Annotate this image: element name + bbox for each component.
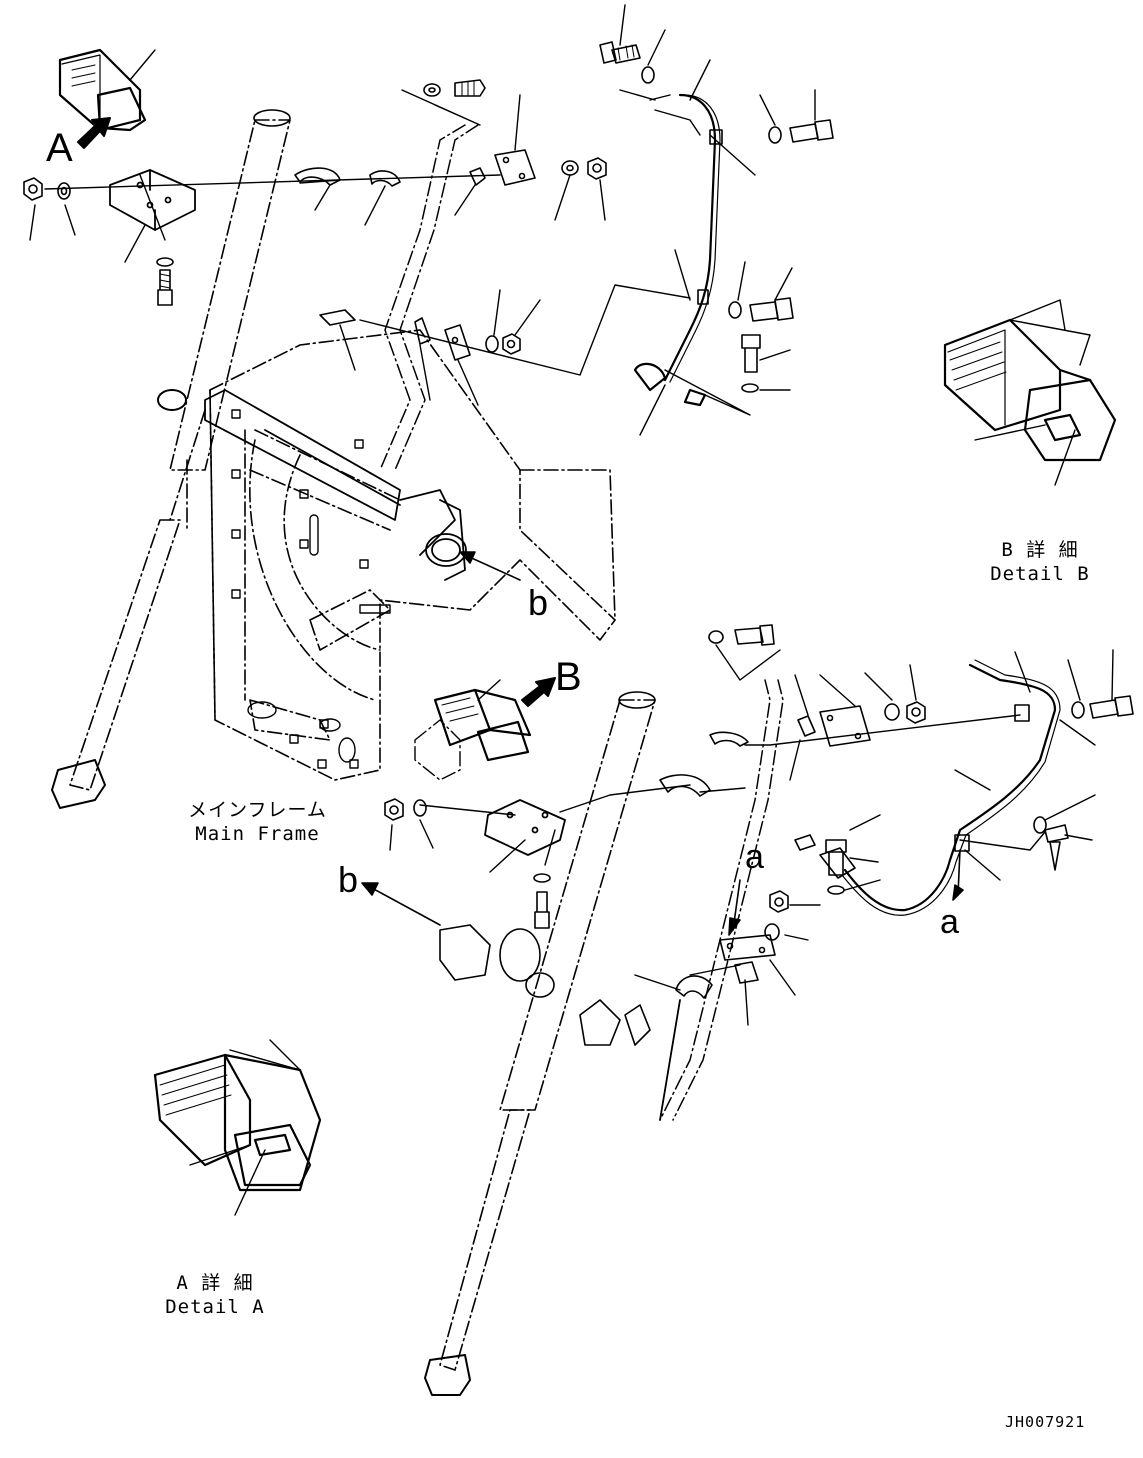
drawing-number: JH007921 — [1005, 1413, 1086, 1431]
upper-bolts — [599, 41, 834, 393]
right-lift-arm — [439, 691, 656, 1371]
nut-washer-b — [384, 798, 427, 821]
clamp-b-mid — [709, 731, 749, 747]
ref-label-b-lower: b — [338, 859, 359, 900]
pin-assembly — [439, 924, 651, 1046]
detail-b-caption-jp: B 詳 細 — [1001, 539, 1079, 561]
mid-clamps — [319, 309, 521, 361]
ref-label-a-upper: a — [745, 838, 764, 876]
detail-a-caption-en: Detail A — [165, 1296, 265, 1318]
detail-b-caption: B 詳 細 Detail B — [985, 538, 1095, 586]
main-frame-holes — [231, 409, 391, 769]
left-arm-end-clamp — [51, 759, 106, 809]
bolt-a — [156, 257, 174, 306]
detail-b-lamp — [943, 318, 1117, 462]
view-label-a: A — [46, 126, 73, 170]
view-arrow-b — [521, 677, 556, 707]
top-bolt-set — [423, 79, 486, 97]
ref-label-b-upper: b — [528, 582, 549, 623]
reference-arrows — [361, 551, 964, 936]
main-frame-caption-en: Main Frame — [195, 823, 320, 845]
clamp-b-left — [659, 774, 711, 797]
left-arm-pin — [157, 389, 187, 411]
main-frame-caption: メインフレーム Main Frame — [185, 798, 330, 846]
cable-end — [659, 999, 681, 1121]
view-label-b: B — [555, 655, 582, 699]
frame-cross-tube — [204, 389, 467, 581]
upper-harness-route — [379, 124, 784, 1121]
main-frame-caption-jp: メインフレーム — [188, 799, 327, 821]
detail-a-caption: A 詳 細 Detail A — [160, 1271, 270, 1319]
detail-a-caption-jp: A 詳 細 — [176, 1272, 254, 1294]
view-arrow-a — [77, 117, 111, 149]
detail-b-caption-en: Detail B — [990, 563, 1090, 585]
lamp-b-ghost-bracket — [414, 719, 461, 781]
lower-harness — [794, 659, 1061, 916]
bolt-b — [533, 873, 551, 929]
right-arm-end-clamp — [424, 1354, 471, 1396]
upper-harness — [633, 93, 723, 407]
nut-washer-a — [23, 177, 71, 201]
main-frame — [209, 329, 616, 781]
lower-bolts — [675, 624, 1134, 999]
detail-a-lamp — [153, 1053, 322, 1192]
left-lift-arm — [69, 109, 291, 791]
ref-label-a-lower: a — [940, 903, 959, 941]
bracket-a — [109, 169, 196, 231]
headlamp-b — [433, 688, 532, 762]
upper-clamps — [294, 149, 607, 187]
bracket-b — [484, 799, 566, 856]
leader-lines — [29, 4, 1114, 1216]
